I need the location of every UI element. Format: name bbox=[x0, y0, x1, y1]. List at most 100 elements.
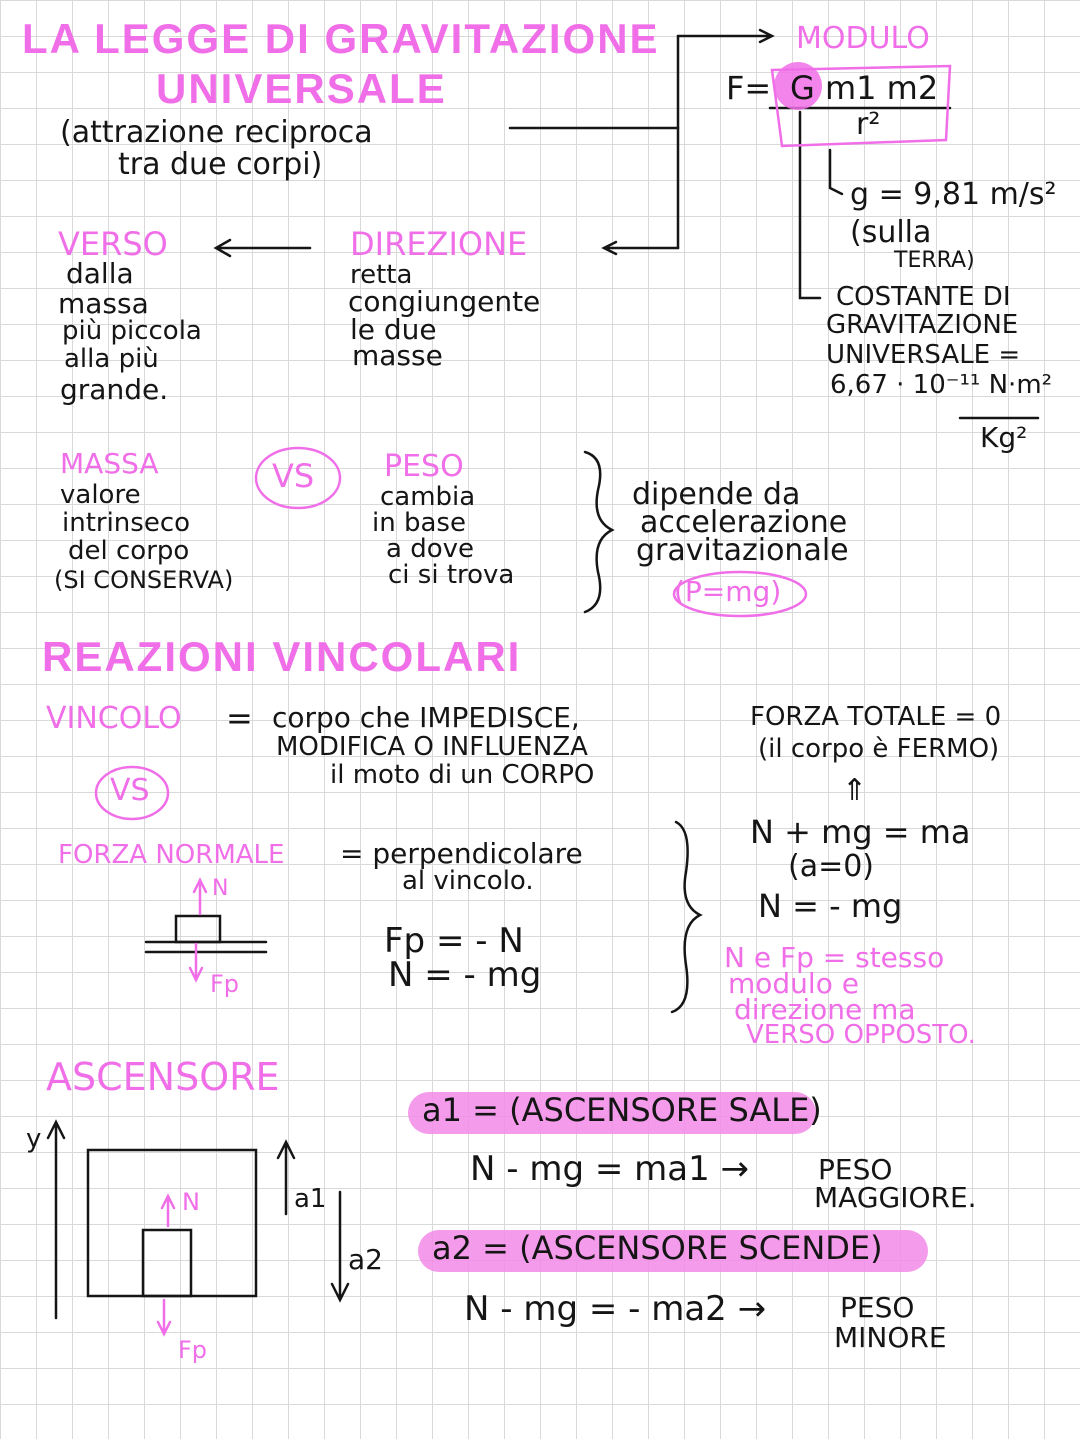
highlight-a2 bbox=[418, 1230, 928, 1272]
vincolo-def: corpo che IMPEDISCE, bbox=[272, 701, 580, 734]
vs-badge-2: VS bbox=[110, 773, 150, 808]
vs-circle-2 bbox=[94, 765, 170, 821]
eq-n-mg: N = - mg bbox=[758, 887, 903, 925]
implies-arrow: ⇑ bbox=[842, 773, 868, 808]
massa-text: valore bbox=[60, 480, 141, 510]
formula-numerator: G m1 m2 bbox=[790, 69, 939, 107]
g-branch bbox=[828, 148, 844, 196]
forza-totale: FORZA TOTALE = 0 bbox=[750, 702, 1002, 732]
const-branch bbox=[798, 110, 822, 300]
note-opposite-4: VERSO OPPOSTO. bbox=[746, 1020, 976, 1050]
case-scende: a2 = (ASCENSORE SCENDE) bbox=[432, 1229, 883, 1267]
modulo-label: MODULO bbox=[796, 21, 930, 56]
verso-text-4: alla più bbox=[64, 344, 159, 374]
g-value: g = 9,81 m/s² bbox=[850, 177, 1057, 212]
vs-circle-1 bbox=[254, 446, 342, 510]
vincolo-def-3: il moto di un CORPO bbox=[330, 760, 595, 790]
n-arrow bbox=[192, 877, 208, 916]
vincolo-label: VINCOLO bbox=[46, 701, 182, 736]
page-title: LA LEGGE DI GRAVITAZIONE bbox=[22, 15, 660, 62]
a2-arrow bbox=[330, 1190, 350, 1303]
subtitle: (attrazione reciproca bbox=[60, 115, 373, 150]
dipende-text: dipende da bbox=[632, 477, 801, 512]
vs-badge: VS bbox=[272, 457, 315, 495]
note-opposite: N e Fp = stesso bbox=[724, 941, 945, 974]
g-note-2: TERRA) bbox=[894, 248, 975, 273]
y-axis bbox=[46, 1119, 66, 1320]
massa-text-3: del corpo bbox=[68, 536, 190, 566]
massa-label: MASSA bbox=[60, 447, 159, 480]
fp-arrow bbox=[188, 942, 204, 983]
verso-text: dalla bbox=[66, 257, 134, 290]
perp-text: = perpendicolare bbox=[340, 837, 583, 870]
a1-arrow bbox=[276, 1139, 296, 1216]
verso-text-3: più piccola bbox=[62, 316, 202, 346]
constant-value: 6,67 · 10⁻¹¹ N·m² bbox=[830, 370, 1053, 400]
verso-text-2: massa bbox=[58, 287, 149, 320]
a1-label: a1 bbox=[294, 1184, 327, 1214]
arrow-to-verso bbox=[213, 238, 312, 258]
eq-sale: N - mg = ma1 → bbox=[470, 1149, 750, 1189]
block bbox=[174, 914, 222, 944]
note-opposite-3: direzione ma bbox=[734, 993, 916, 1026]
arrow-to-direzione bbox=[601, 240, 680, 256]
direzione-text-2: congiungente bbox=[348, 285, 541, 318]
ascensore-label: ASCENSORE bbox=[46, 1055, 280, 1099]
formula-denominator: r² bbox=[856, 107, 881, 142]
result-scende: PESO bbox=[840, 1291, 915, 1324]
y-axis-label: y bbox=[26, 1124, 42, 1154]
verso-text-5: grande. bbox=[60, 373, 169, 406]
case-sale: a1 = (ASCENSORE SALE) bbox=[422, 1091, 822, 1129]
direzione-text: retta bbox=[350, 260, 413, 290]
dipende-text-3: gravitazionale bbox=[636, 533, 849, 568]
constant-text: COSTANTE DI bbox=[836, 282, 1011, 312]
a2-label: a2 bbox=[348, 1243, 383, 1276]
eq-fp: Fp = - N bbox=[384, 921, 524, 961]
vincolo-def-2: MODIFICA O INFLUENZA bbox=[276, 732, 588, 762]
elev-fp-arrow bbox=[156, 1298, 172, 1337]
peso-text-4: ci si trova bbox=[388, 560, 515, 590]
massa-text-4: (SI CONSERVA) bbox=[54, 566, 234, 594]
arrow-to-modulo bbox=[676, 28, 775, 44]
vincolo-eq: = bbox=[226, 699, 253, 737]
eq-sum: N + mg = ma bbox=[750, 813, 971, 851]
peso-text-2: in base bbox=[372, 508, 466, 538]
result-sale-2: MAGGIORE. bbox=[814, 1181, 977, 1214]
direzione-label: DIREZIONE bbox=[350, 225, 528, 263]
n-label: N bbox=[212, 876, 229, 901]
perp-text-2: al vincolo. bbox=[402, 866, 534, 896]
note-opposite-2: modulo e bbox=[728, 967, 859, 1000]
peso-formula: (P=mg) bbox=[674, 575, 782, 608]
surface bbox=[144, 940, 268, 954]
peso-text-3: a dove bbox=[386, 534, 474, 564]
section-title-reazioni: REAZIONI VINCOLARI bbox=[42, 633, 522, 680]
page-title-line2: UNIVERSALE bbox=[156, 65, 447, 112]
person-box bbox=[141, 1228, 193, 1298]
eq-a0: (a=0) bbox=[788, 849, 875, 884]
f-equals: F= bbox=[726, 69, 772, 107]
brace-peso bbox=[583, 450, 615, 614]
peso-label: PESO bbox=[384, 449, 464, 484]
constant-unit: Kg² bbox=[980, 421, 1028, 454]
brace-normale bbox=[670, 820, 703, 1014]
verso-label: VERSO bbox=[58, 225, 168, 263]
result-sale: PESO bbox=[818, 1153, 893, 1186]
constant-text-3: UNIVERSALE = bbox=[826, 340, 1021, 370]
subtitle-line2: tra due corpi) bbox=[118, 147, 323, 182]
highlight-a1 bbox=[408, 1092, 816, 1134]
fp-label: Fp bbox=[210, 970, 240, 998]
eq-n: N = - mg bbox=[388, 955, 542, 995]
massa-text-2: intrinseco bbox=[62, 508, 191, 538]
elev-n-label: N bbox=[182, 1188, 200, 1216]
pmg-circle bbox=[672, 570, 808, 618]
direzione-text-3: le due bbox=[350, 313, 437, 346]
elev-n-arrow bbox=[160, 1193, 176, 1228]
modulo-box bbox=[770, 64, 952, 148]
dipende-text-2: accelerazione bbox=[640, 505, 848, 540]
direzione-text-4: masse bbox=[352, 339, 443, 372]
eq-scende: N - mg = - ma2 → bbox=[464, 1289, 767, 1329]
g-highlight bbox=[774, 62, 822, 110]
forza-totale-2: (il corpo è FERMO) bbox=[758, 734, 1000, 764]
constant-text-2: GRAVITAZIONE bbox=[826, 310, 1019, 340]
